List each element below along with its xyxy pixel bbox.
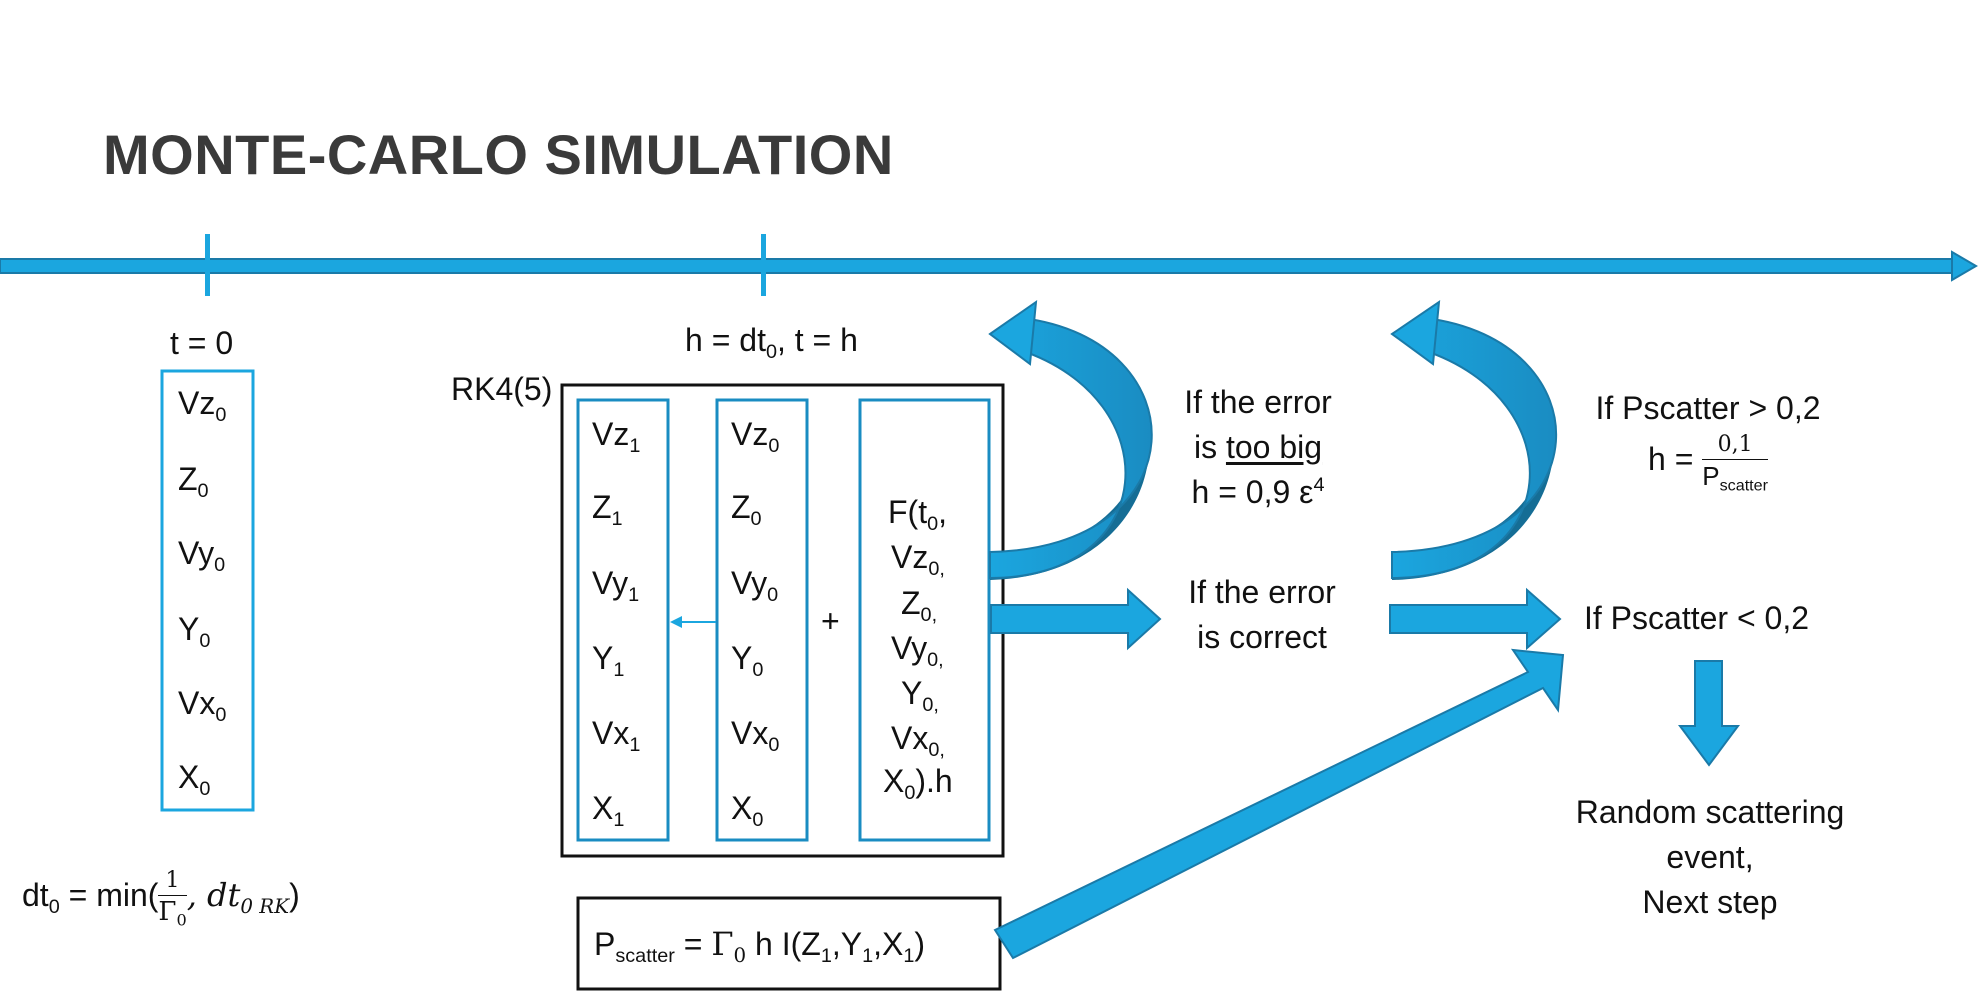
new-var-vy: Vy1: [592, 565, 640, 606]
arrow-pscatter-to-lt: [993, 648, 1565, 960]
function-box: [858, 398, 991, 842]
init-var-vz: Vz0: [178, 385, 227, 426]
t1-label: h = dt0, t = h: [685, 322, 858, 363]
init-var-z: Z0: [178, 461, 209, 502]
curved-arrow-error-big: [988, 299, 1153, 580]
old-var-z: Z0: [731, 489, 762, 530]
slide-title: MONTE-CARLO SIMULATION: [103, 123, 894, 186]
new-var-z: Z1: [592, 489, 623, 530]
rk-label: RK4(5): [451, 371, 553, 407]
init-var-y: Y0: [178, 611, 211, 652]
old-var-x: X0: [731, 790, 764, 831]
timeline-bar: [0, 258, 1956, 274]
new-var-vz: Vz1: [592, 416, 641, 457]
pscatter-lt-text: If Pscatter < 0,2: [1584, 600, 1809, 636]
new-state-box: [576, 398, 670, 842]
pscatter-box: [576, 896, 1002, 991]
func-line-f: F(t0,: [888, 494, 948, 535]
timeline: [0, 234, 1978, 296]
init-var-x: X0: [178, 759, 211, 800]
new-var-y: Y1: [592, 640, 625, 681]
error-correct-text: If the error is correct: [1188, 574, 1336, 655]
timeline-arrowhead: [1951, 250, 1978, 282]
assign-arrowhead: [670, 616, 682, 628]
result-text: Random scattering event, Next step: [1575, 794, 1845, 920]
old-var-y: Y0: [731, 640, 764, 681]
init-var-vy: Vy0: [178, 535, 226, 576]
error-too-big-text: If the error is too big h = 0,9 ε4: [1184, 384, 1332, 510]
func-line-x: X0).h: [883, 763, 953, 804]
tick-t1: [761, 234, 766, 296]
tick-t0: [205, 234, 210, 296]
func-line-vz: Vz0,: [891, 539, 945, 580]
initial-state-box: [160, 369, 255, 812]
curved-arrow-pscatter-gt: [1390, 299, 1558, 580]
pscatter-formula: Pscatter = Γ0 h I(Z1,Y1,X1): [594, 925, 926, 967]
func-line-vy: Vy0,: [891, 630, 944, 671]
arrow-down-to-result: [1678, 660, 1740, 767]
init-var-vx: Vx0: [178, 685, 227, 726]
plus-sign: +: [821, 603, 840, 639]
func-line-y: Y0,: [901, 675, 939, 716]
old-var-vx: Vx0: [731, 715, 780, 756]
arrow-to-error-correct: [990, 587, 1162, 651]
t0-label: t = 0: [170, 325, 234, 361]
new-var-x: X1: [592, 790, 625, 831]
old-var-vz: Vz0: [731, 416, 780, 457]
arrow-to-pscatter-lt: [1389, 587, 1562, 651]
old-state-box: [715, 398, 809, 842]
new-var-vx: Vx1: [592, 715, 641, 756]
old-var-vy: Vy0: [731, 565, 779, 606]
func-line-vx: Vx0,: [891, 720, 945, 761]
func-line-z: Z0,: [901, 585, 938, 626]
